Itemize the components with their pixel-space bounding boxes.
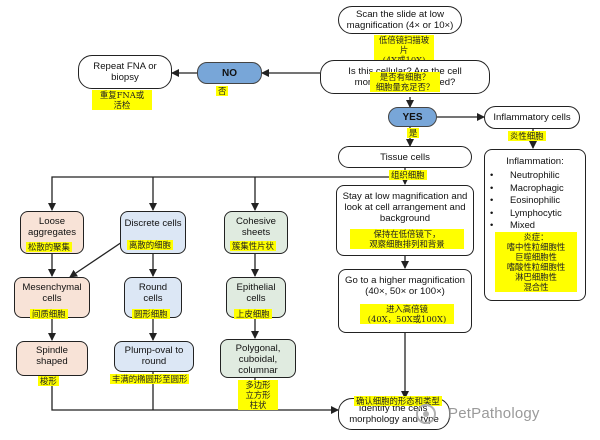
spindle-shaped-node: Spindle shaped	[16, 341, 88, 376]
scan-slide-translation-line1: 低倍镜扫描玻片	[378, 35, 430, 55]
inflammation-item: Eosinophilic	[488, 194, 586, 207]
polygonal-translation-line3: 柱状	[249, 400, 267, 410]
cohesive-sheets-translation: 簇集性片状	[230, 241, 276, 251]
polygonal-translation-line1: 多边形	[245, 380, 271, 390]
polygonal-translation: 多边形 立方形 柱状	[238, 380, 278, 410]
is-cellular-translation: 是否有细胞？ 细胞量充足否？	[370, 72, 440, 92]
inflammation-translation-line: 嗜中性粒细胞性	[506, 242, 566, 252]
inflammation-translation-line: 炎症：	[523, 232, 549, 242]
mesenchymal-cells-translation: 间质细胞	[30, 309, 68, 319]
arrow-discrete-to-mesenchymal	[69, 237, 129, 278]
yes-translation: 是	[407, 128, 420, 138]
inflammatory-cells-node: Inflammatory cells	[484, 106, 580, 129]
polygonal-translation-line2: 立方形	[245, 390, 271, 400]
inflammation-item: Mixed	[488, 219, 586, 232]
repeat-fna-node: Repeat FNA or biopsy	[78, 55, 172, 89]
stay-low-translation-line2: 观察细胞排列和背景	[369, 239, 445, 249]
arrow-spindle-to-identify	[51, 376, 339, 414]
tissue-cells-translation: 组织细胞	[389, 170, 427, 180]
inflammation-title: Inflammation:	[506, 156, 564, 167]
no-decision: NO	[197, 62, 262, 84]
discrete-cells-translation: 离散的细胞	[127, 240, 173, 250]
polygonal-node: Polygonal, cuboidal, columnar	[220, 339, 296, 378]
stay-low-translation-line1: 保持在低倍镜下，	[373, 229, 441, 239]
plump-oval-node: Plump-oval to round	[114, 341, 194, 372]
higher-magnification-translation-line2: (40X，50X或100X)	[367, 314, 447, 324]
repeat-fna-translation: 重复FNA或 活检	[92, 90, 152, 110]
round-cells-translation: 圆形细胞	[132, 309, 170, 319]
higher-magnification-translation: 进入高倍镜 (40X，50X或100X)	[360, 304, 454, 324]
tissue-cells-node: Tissue cells	[338, 146, 472, 168]
inflammation-item: Macrophagic	[488, 182, 586, 195]
inflammation-item: Neutrophilic	[488, 169, 586, 182]
repeat-fna-translation-line1: 重复FNA或	[99, 90, 145, 100]
scan-slide-node: Scan the slide at low magnification (4× …	[338, 6, 462, 34]
higher-magnification-translation-line1: 进入高倍镜	[386, 304, 428, 314]
inflammation-translation-line: 混合性	[523, 282, 549, 292]
loose-aggregates-node: Loose aggregates	[20, 211, 84, 254]
inflammation-translation-line: 淋巴细胞性	[515, 272, 557, 282]
spindle-shaped-translation: 梭形	[38, 376, 59, 386]
no-translation: 否	[216, 86, 229, 96]
is-cellular-translation-line1: 是否有细胞？	[379, 72, 431, 82]
watermark: PetPathology	[448, 405, 540, 422]
arrow-bus-categories	[48, 176, 405, 211]
inflammation-translation-line: 嗜酸性粒细胞性	[506, 262, 566, 272]
identify-morphology-translation: 确认细胞的形态和类型	[354, 396, 442, 406]
yes-decision: YES	[388, 107, 437, 127]
loose-aggregates-translation: 松散的聚集	[26, 242, 72, 252]
inflammation-list: Neutrophilic Macrophagic Eosinophilic Ly…	[488, 169, 586, 232]
is-cellular-translation-line2: 细胞量充足否？	[375, 82, 435, 92]
inflammation-translation: 炎症： 嗜中性粒细胞性 巨噬细胞性 嗜酸性粒细胞性 淋巴细胞性 混合性	[495, 232, 577, 292]
repeat-fna-translation-line2: 活检	[113, 100, 131, 110]
epithelial-cells-translation: 上皮细胞	[234, 309, 272, 319]
inflammation-item: Lymphocytic	[488, 207, 586, 220]
inflammation-translation-line: 巨噬细胞性	[515, 252, 557, 262]
inflammatory-cells-translation: 炎性细胞	[508, 131, 546, 141]
watermark-icon	[416, 404, 436, 424]
plump-oval-translation: 丰满的椭圆形至圆形	[110, 374, 190, 384]
stay-low-translation: 保持在低倍镜下， 观察细胞排列和背景	[350, 229, 464, 249]
